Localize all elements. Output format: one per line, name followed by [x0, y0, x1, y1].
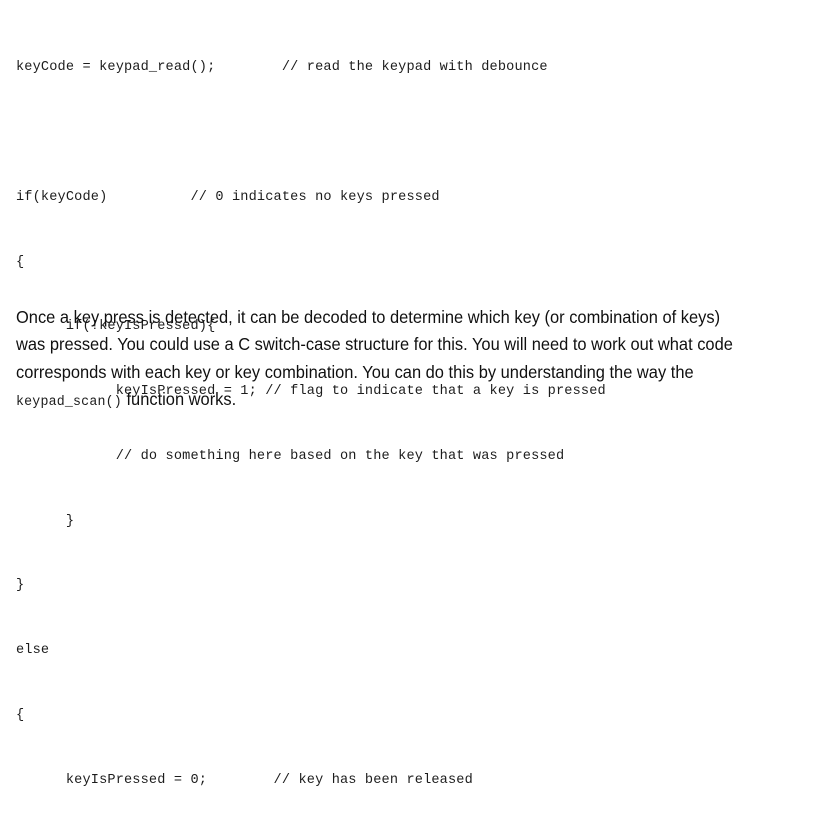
code-line: keyCode = keypad_read(); // read the key…	[16, 60, 548, 76]
code-line: {	[16, 708, 25, 723]
paragraph-text-part2: function works.	[121, 389, 237, 410]
code-block: keyCode = keypad_read(); // read the key…	[16, 14, 806, 824]
code-line: else	[16, 643, 50, 659]
code-line	[16, 122, 806, 144]
paragraph-text-part1: Once a key press is detected, it can be …	[16, 306, 733, 382]
code-line: // do something here based on the key th…	[16, 448, 565, 464]
code-line: keyIsPressed = 0; // key has been releas…	[16, 772, 473, 788]
code-line: }	[16, 513, 75, 529]
body-paragraph: Once a key press is detected, it can be …	[16, 304, 738, 417]
code-line: if(keyCode) // 0 indicates no keys press…	[16, 189, 440, 205]
document-page: keyCode = keypad_read(); // read the key…	[16, 60, 733, 788]
inline-code-keypad-scan: keypad_scan()	[16, 394, 122, 411]
code-line: {	[16, 254, 25, 270]
code-line: keyIsPressed = 1; // flag to indicate th…	[16, 384, 606, 400]
code-line: if(!keyIsPressed){	[16, 319, 216, 335]
code-line: }	[16, 578, 25, 594]
